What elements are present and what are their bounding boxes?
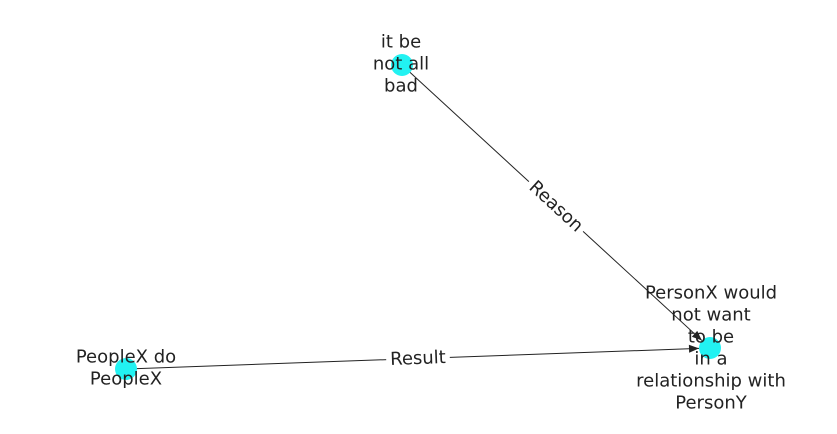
node-label-line: PeopleX — [90, 369, 162, 390]
arrowhead-2 — [688, 344, 700, 353]
edge-label-background — [385, 345, 451, 372]
node-label-line: bad — [384, 76, 418, 97]
arrowhead-1 — [691, 330, 702, 341]
node-label-line: PersonY — [675, 393, 747, 414]
node-label-line: it be — [381, 32, 421, 53]
node-n2 — [699, 337, 721, 359]
node-label-line: PeopleX do — [76, 347, 176, 368]
edge-label-1: Reason — [521, 173, 591, 240]
node-label-line: not want — [671, 305, 750, 326]
node-label-line: to be — [688, 327, 734, 348]
node-label-line: not all — [373, 54, 429, 75]
edge-label-background — [521, 173, 591, 240]
edge-label-text: Reason — [525, 177, 588, 237]
nodes-layer — [115, 54, 721, 380]
node-n1 — [391, 54, 413, 76]
edge-label-text: Result — [390, 347, 446, 370]
edge-label-2: Result — [385, 345, 451, 372]
edges-layer — [125, 64, 703, 370]
node-label-line: in a — [694, 349, 727, 370]
node-label-line: PersonX would — [645, 283, 777, 304]
node-label-line: relationship with — [636, 371, 786, 392]
node-n3 — [115, 358, 137, 380]
